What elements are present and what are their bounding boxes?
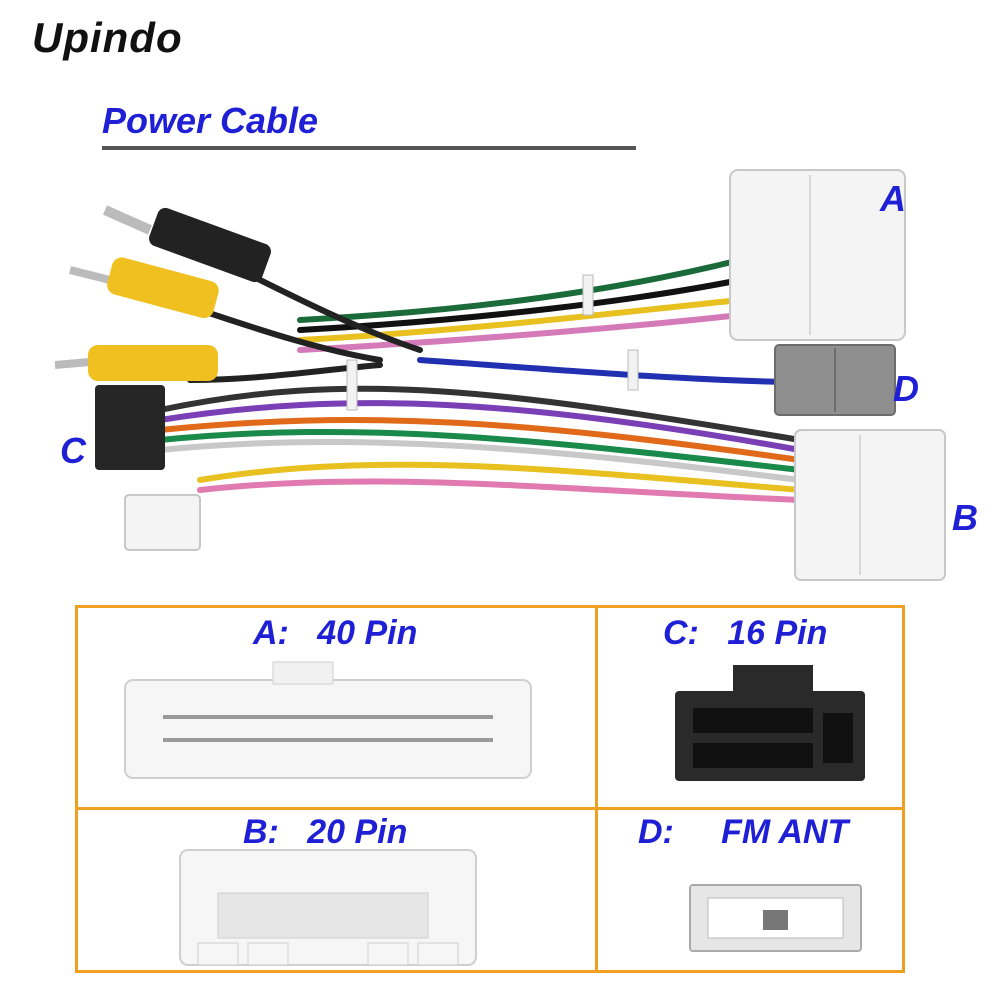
callout-b: B (952, 497, 978, 538)
connector-b-label: B: 20 Pin (243, 813, 408, 851)
connector-c-label: C: 16 Pin (663, 614, 828, 652)
connector-a-label: A: 40 Pin (253, 614, 418, 652)
brand-logo: Upindo (32, 14, 183, 61)
connector-d-face (689, 884, 862, 952)
connector-c-plug (95, 385, 201, 551)
grid-divider (78, 807, 902, 810)
connector-b-face (179, 849, 477, 966)
connector-d-plug (774, 344, 896, 416)
connector-a-plug (729, 169, 906, 341)
harness-illustration (54, 169, 946, 581)
title-underline (102, 146, 636, 150)
callout-a: A (880, 178, 906, 219)
zip-tie (627, 349, 639, 391)
grid-divider (595, 608, 598, 970)
zip-tie (582, 274, 594, 316)
connector-c-face (675, 665, 865, 781)
antenna-plug (102, 205, 271, 283)
callout-d: D (893, 368, 919, 409)
wire-bundle (157, 257, 803, 503)
rca-plug-yellow (69, 257, 219, 319)
connector-a-face (124, 661, 532, 779)
callout-c: C (60, 430, 86, 471)
rca-plug-yellow (54, 345, 218, 381)
connector-b-plug (794, 429, 946, 581)
zip-tie (346, 359, 358, 411)
page-title: Power Cable (102, 100, 319, 141)
connector-d-label: D: FM ANT (638, 813, 849, 851)
connector-detail-grid: A: 40 Pin C: 16 Pin B: 20 Pin D: FM ANT (75, 605, 905, 973)
